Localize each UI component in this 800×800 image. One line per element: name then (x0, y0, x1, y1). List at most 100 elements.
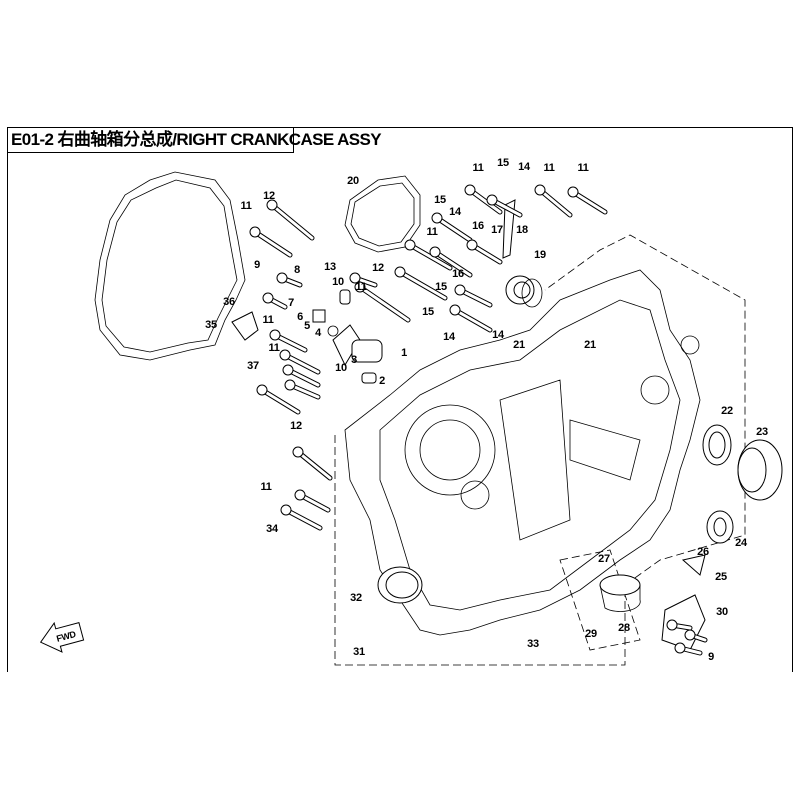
callout-2: 2 (379, 375, 385, 387)
callout-13: 13 (324, 261, 336, 273)
callout-21: 21 (584, 339, 596, 351)
seal-32 (377, 566, 423, 604)
callout-11: 11 (577, 162, 588, 174)
callout-9: 9 (708, 651, 714, 663)
bolt (684, 629, 708, 643)
bolt (431, 212, 473, 243)
o-ring-19 (521, 278, 543, 308)
bolt (262, 292, 288, 310)
callout-12: 12 (290, 420, 302, 432)
bolt (486, 194, 523, 218)
callout-14: 14 (518, 161, 531, 173)
bolt (292, 446, 333, 481)
bolt (429, 246, 473, 278)
callout-16: 16 (472, 220, 484, 232)
callout-18: 18 (516, 224, 528, 236)
water-pump-gasket (344, 175, 421, 253)
callout-14: 14 (443, 331, 456, 343)
dowel-10b (361, 372, 377, 384)
bolt (269, 329, 308, 353)
bolt (464, 184, 503, 215)
bolt (449, 304, 493, 333)
callout-11: 11 (426, 226, 437, 238)
callout-32: 32 (350, 592, 362, 604)
callout-11: 11 (268, 342, 279, 354)
callout-3: 3 (351, 354, 357, 366)
callout-6: 6 (297, 311, 303, 323)
bolt (534, 184, 573, 218)
callout-10: 10 (332, 276, 344, 288)
callout-8: 8 (294, 264, 300, 276)
crankcase-cover-gasket (94, 171, 246, 361)
fwd-arrow: FWD (39, 621, 85, 653)
callout-31: 31 (353, 646, 365, 658)
spring-5 (312, 309, 326, 323)
callout-11: 11 (472, 162, 483, 174)
callout-34: 34 (266, 523, 279, 535)
callout-26: 26 (697, 546, 709, 558)
bearing-22 (702, 424, 732, 466)
callout-25: 25 (715, 571, 727, 583)
bolt (666, 619, 693, 631)
callout-37: 37 (247, 360, 259, 372)
callout-16: 16 (452, 268, 464, 280)
callout-11: 11 (262, 314, 273, 326)
pump-18 (505, 275, 535, 305)
callout-30: 30 (716, 606, 728, 618)
bolt (280, 504, 323, 531)
guide-36 (231, 311, 259, 341)
bolt (294, 489, 331, 513)
callout-21: 21 (513, 339, 525, 351)
callout-1: 1 (401, 347, 407, 359)
callout-7: 7 (288, 297, 294, 309)
callout-11: 11 (240, 200, 251, 212)
bolt (249, 226, 293, 258)
callout-11: 11 (543, 162, 554, 174)
bolt (349, 272, 378, 288)
callout-36: 36 (223, 296, 235, 308)
callout-15: 15 (434, 194, 446, 206)
bearing-23 (737, 439, 783, 501)
callout-15: 15 (435, 281, 447, 293)
callout-5: 5 (304, 320, 310, 332)
assembly-boundary (334, 234, 746, 666)
bushing-28 (599, 574, 641, 612)
callout-12: 12 (372, 262, 384, 274)
bolt (674, 642, 703, 656)
bolt (404, 239, 453, 271)
callout-35: 35 (205, 319, 217, 331)
callout-17: 17 (491, 224, 503, 236)
bolt (276, 272, 303, 288)
callout-20: 20 (347, 175, 359, 187)
bracket-17 (502, 199, 516, 259)
bolt (256, 384, 301, 415)
callout-14: 14 (449, 206, 462, 218)
bolt (282, 364, 321, 388)
callout-4: 4 (315, 327, 322, 339)
callout-12: 12 (263, 190, 275, 202)
bolt (266, 199, 315, 241)
callout-24: 24 (735, 537, 748, 549)
diagram-title: E01-2 右曲轴箱分总成/RIGHT CRANKCASE ASSY (7, 127, 382, 153)
callout-15: 15 (422, 306, 434, 318)
bearing-24 (706, 510, 734, 544)
callout-27: 27 (598, 553, 610, 565)
ball-4 (327, 325, 339, 337)
callout-9: 9 (254, 259, 260, 271)
bolt (466, 239, 503, 265)
callout-29: 29 (585, 628, 597, 640)
dowel-10a (339, 289, 351, 305)
callout-33: 33 (527, 638, 539, 650)
bolt (284, 379, 321, 400)
callout-11: 11 (355, 281, 366, 293)
callout-19: 19 (534, 249, 546, 261)
bolt (394, 266, 448, 301)
tensioner-3 (332, 324, 383, 367)
callout-14: 14 (492, 329, 505, 341)
diagram-frame (7, 127, 793, 672)
bolt-group (249, 184, 708, 656)
callout-15: 15 (497, 157, 509, 169)
right-crankcase (344, 269, 701, 636)
